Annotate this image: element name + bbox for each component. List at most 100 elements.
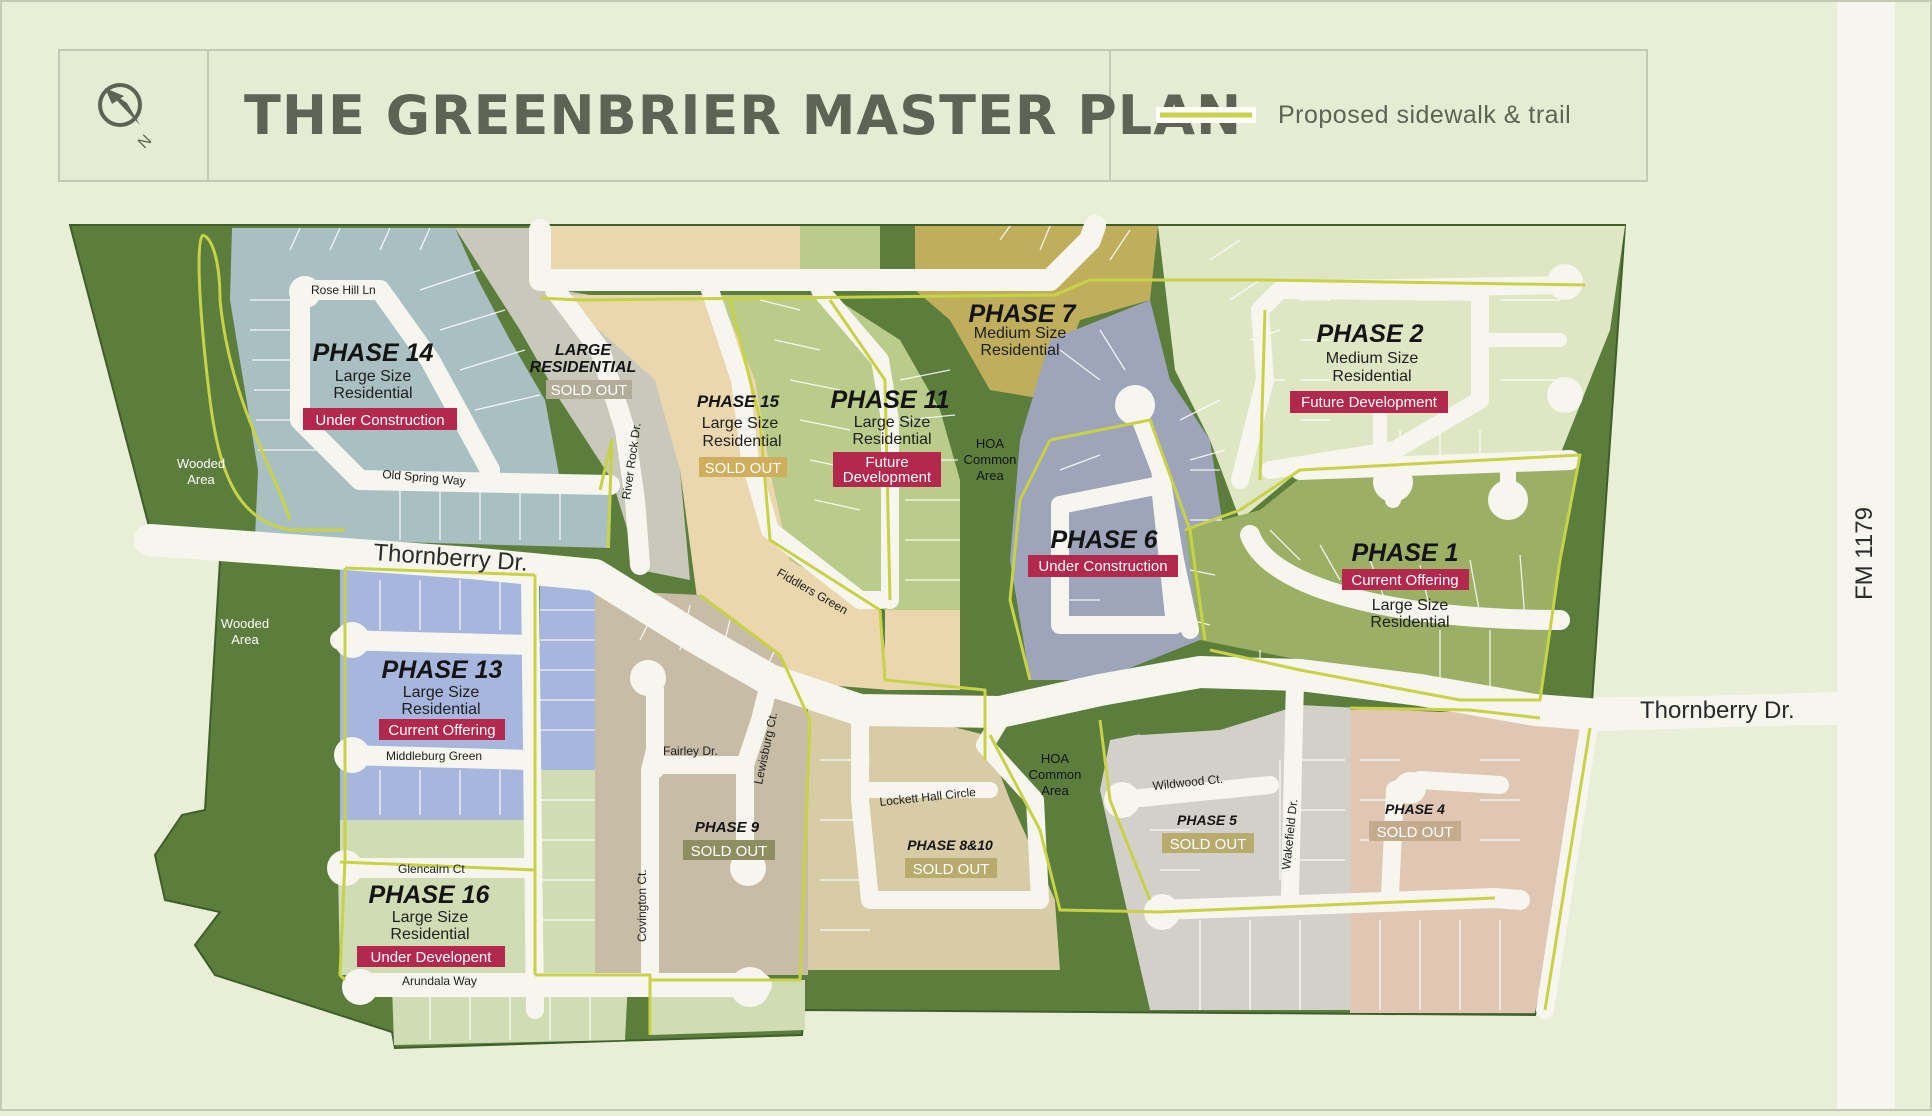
phase-15-parcel	[560, 295, 890, 690]
hoa-1-label-2: Common	[964, 452, 1017, 467]
status-badge	[1290, 391, 1448, 413]
svg-text:PHASE 13: PHASE 13	[382, 656, 503, 684]
svg-text:SOLD OUT: SOLD OUT	[1170, 836, 1247, 853]
header-panel	[58, 49, 1648, 182]
phase-6-label[interactable]: PHASE 6 Under Construction	[1028, 526, 1178, 577]
svg-text:PHASE 5: PHASE 5	[1177, 812, 1237, 828]
svg-text:PHASE 6: PHASE 6	[1051, 526, 1159, 554]
phase-14-label[interactable]: PHASE 14 Large Size Residential Under Co…	[303, 339, 457, 430]
phase-16-label[interactable]: PHASE 16 Large Size Residential Under De…	[357, 881, 505, 967]
legend-label: Proposed sidewalk & trail	[1278, 101, 1571, 129]
street-fairley: Fairley Dr.	[663, 744, 718, 758]
fm-1179-label: FM 1179	[1851, 507, 1878, 600]
phase-7-label[interactable]: PHASE 7 Medium Size Residential	[969, 300, 1077, 359]
svg-text:PHASE 9: PHASE 9	[695, 819, 760, 836]
svg-text:Development: Development	[843, 469, 932, 486]
svg-text:Residential: Residential	[1332, 368, 1411, 385]
svg-text:Residential: Residential	[980, 342, 1059, 359]
status-badge	[303, 408, 457, 430]
svg-text:Under Construction: Under Construction	[315, 412, 444, 429]
svg-text:Current Offering: Current Offering	[1351, 572, 1458, 589]
hoa-1-label-3: Area	[976, 468, 1004, 483]
phase-4-label[interactable]: PHASE 4 SOLD OUT	[1369, 801, 1461, 841]
svg-text:Residential: Residential	[390, 926, 469, 943]
svg-text:Large Size: Large Size	[403, 684, 480, 701]
svg-text:PHASE 2: PHASE 2	[1317, 320, 1424, 348]
large-residential-label[interactable]: LARGE RESIDENTIAL SOLD OUT	[530, 342, 637, 399]
street-glencairn: Glencairn Ct	[398, 862, 465, 876]
svg-text:SOLD OUT: SOLD OUT	[1377, 824, 1454, 841]
status-badge	[1369, 821, 1461, 841]
thornberry-road	[134, 524, 1853, 731]
hoa-2-label-2: Common	[1029, 767, 1082, 782]
svg-text:PHASE 14: PHASE 14	[313, 339, 434, 367]
lot-lines	[250, 225, 1560, 1040]
svg-text:PHASE 16: PHASE 16	[369, 881, 491, 909]
svg-text:Medium Size: Medium Size	[974, 325, 1067, 342]
legend-trail: Proposed sidewalk & trail	[1156, 101, 1571, 129]
phase-14-parcel	[230, 228, 612, 548]
svg-text:Residential: Residential	[1370, 614, 1449, 631]
street-covington: Covington Ct.	[635, 869, 649, 942]
status-badge	[546, 380, 632, 399]
fm-1179-road	[1837, 0, 1895, 1111]
svg-text:Residential: Residential	[333, 385, 412, 402]
status-badge	[1342, 569, 1469, 590]
wooded-area-1-label-1: Wooded	[177, 456, 225, 471]
svg-text:Large Size: Large Size	[854, 414, 931, 431]
top-green-strip	[800, 226, 880, 280]
status-badge	[833, 452, 941, 487]
hoa-2-label-1: HOA	[1041, 751, 1070, 766]
svg-text:Large Size: Large Size	[335, 368, 412, 385]
phase-15-label[interactable]: PHASE 15 Large Size Residential SOLD OUT	[697, 392, 787, 477]
svg-text:Residential: Residential	[401, 701, 480, 718]
phase-5-label[interactable]: PHASE 5 SOLD OUT	[1162, 812, 1254, 853]
phase-8-10-label[interactable]: PHASE 8&10 SOLD OUT	[905, 837, 997, 878]
svg-text:SOLD OUT: SOLD OUT	[913, 861, 990, 878]
status-badge	[905, 858, 997, 878]
phase-11-label[interactable]: PHASE 11 Large Size Residential Future D…	[830, 386, 950, 487]
svg-text:PHASE 4: PHASE 4	[1385, 801, 1445, 817]
status-badge	[357, 946, 505, 967]
phase-1-label[interactable]: PHASE 1 Current Offering Large Size Resi…	[1342, 539, 1469, 631]
status-badge	[683, 840, 775, 860]
svg-text:Under Construction: Under Construction	[1038, 558, 1167, 575]
svg-text:Large Size: Large Size	[1372, 597, 1449, 614]
svg-text:Future Development: Future Development	[1301, 394, 1438, 411]
page-title: THE GREENBRIER MASTER PLAN	[244, 84, 1242, 147]
phase-9-label[interactable]: PHASE 9 SOLD OUT	[683, 819, 775, 860]
wooded-area-2-label-1: Wooded	[221, 616, 269, 631]
status-badge	[379, 719, 505, 740]
svg-text:Medium Size: Medium Size	[1326, 350, 1419, 367]
svg-text:Large Size: Large Size	[702, 415, 779, 432]
svg-text:PHASE 7: PHASE 7	[969, 300, 1077, 328]
street-middleburg: Middleburg Green	[386, 749, 482, 763]
svg-text:Future: Future	[865, 454, 908, 471]
svg-text:Under Developent: Under Developent	[371, 949, 493, 966]
status-badge	[1162, 833, 1254, 853]
svg-text:LARGE: LARGE	[555, 342, 612, 359]
street-arundala: Arundala Way	[402, 974, 477, 988]
wooded-area-1-label-2: Area	[187, 472, 215, 487]
phase-2-label[interactable]: PHASE 2 Medium Size Residential Future D…	[1290, 320, 1448, 413]
svg-text:SOLD OUT: SOLD OUT	[551, 382, 628, 399]
sidewalk-trail	[197, 233, 1592, 1035]
svg-text:PHASE 11: PHASE 11	[830, 386, 949, 414]
svg-text:PHASE 15: PHASE 15	[697, 392, 780, 411]
hoa-2-label-3: Area	[1041, 783, 1069, 798]
svg-text:Residential: Residential	[702, 433, 781, 450]
svg-text:PHASE 8&10: PHASE 8&10	[907, 837, 993, 853]
hoa-1-label-1: HOA	[976, 436, 1005, 451]
svg-text:Current Offering: Current Offering	[388, 722, 495, 739]
svg-text:SOLD OUT: SOLD OUT	[691, 843, 768, 860]
thornberry-east-label: Thornberry Dr.	[1640, 697, 1795, 724]
wooded-area-2-label-2: Area	[231, 632, 259, 647]
status-badge	[699, 457, 787, 477]
phase-13-label[interactable]: PHASE 13 Large Size Residential Current …	[379, 656, 505, 740]
svg-text:SOLD OUT: SOLD OUT	[705, 460, 782, 477]
svg-text:PHASE 1: PHASE 1	[1352, 539, 1459, 567]
street-rose-hill: Rose Hill Ln	[311, 283, 376, 297]
